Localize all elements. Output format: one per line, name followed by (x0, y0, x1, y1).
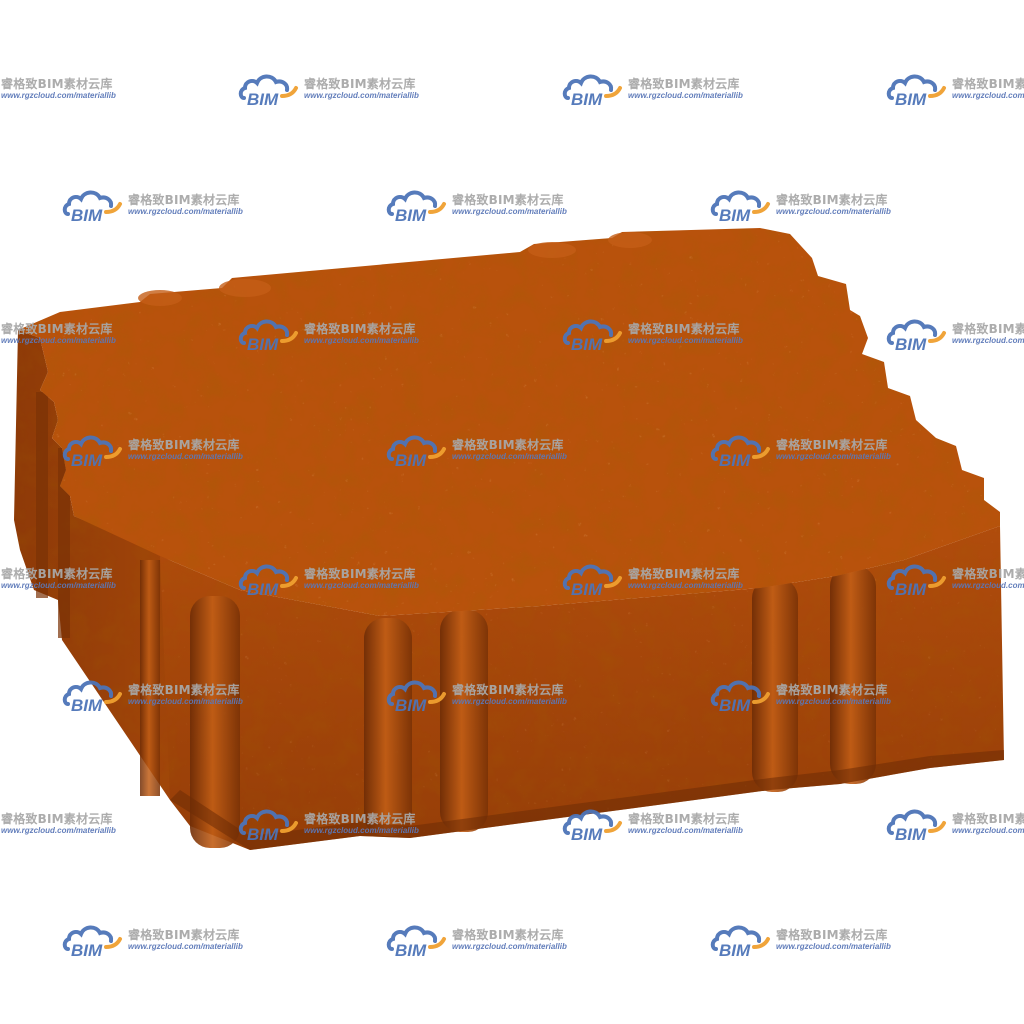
brick-top-face (18, 228, 1000, 616)
brick-front-grooves (190, 566, 876, 848)
brick-left-face (14, 330, 196, 800)
brick-front-face (160, 526, 1004, 850)
